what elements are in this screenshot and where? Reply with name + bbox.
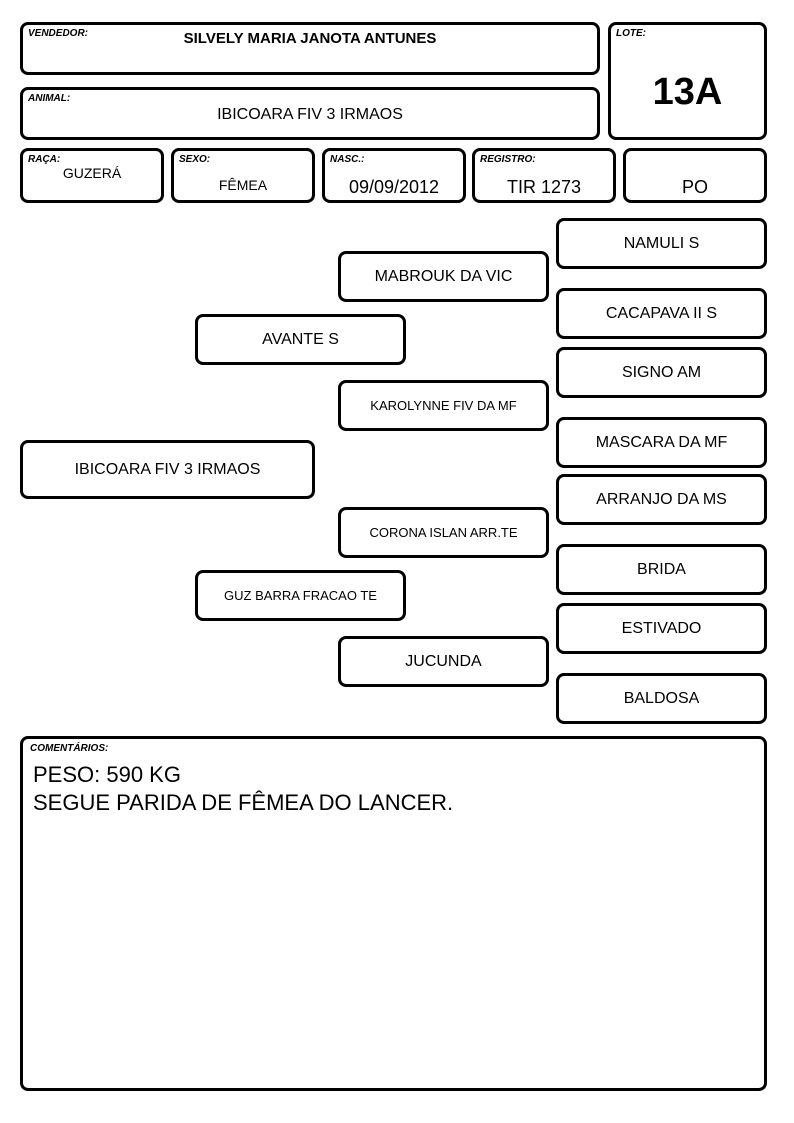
comments-box: COMENTÁRIOS: PESO: 590 KG SEGUE PARIDA D… bbox=[20, 736, 767, 1091]
lote-box: LOTE: 13A bbox=[608, 22, 767, 140]
registro-label: REGISTRO: bbox=[480, 154, 536, 165]
raca-label: RAÇA: bbox=[28, 154, 61, 165]
categoria-box: PO bbox=[623, 148, 767, 203]
pedigree-ggp-7: ESTIVADO bbox=[556, 603, 767, 654]
registro-box: REGISTRO: TIR 1273 bbox=[472, 148, 616, 203]
sexo-box: SEXO: FÊMEA bbox=[171, 148, 315, 203]
pedigree-ggp-1: NAMULI S bbox=[556, 218, 767, 269]
raca-value: GUZERÁ bbox=[62, 165, 122, 181]
pedigree-ggp-8: BALDOSA bbox=[556, 673, 767, 724]
sexo-value: FÊMEA bbox=[218, 177, 268, 193]
pedigree-dam-dam: JUCUNDA bbox=[338, 636, 549, 687]
pedigree-ggp-5: ARRANJO DA MS bbox=[556, 474, 767, 525]
registro-value: TIR 1273 bbox=[506, 177, 582, 197]
vendedor-value: SILVELY MARIA JANOTA ANTUNES bbox=[183, 30, 437, 47]
pedigree-ggp-4: MASCARA DA MF bbox=[556, 417, 767, 468]
pedigree-ggp-2: CACAPAVA II S bbox=[556, 288, 767, 339]
pedigree-ggp-6: BRIDA bbox=[556, 544, 767, 595]
raca-box: RAÇA: GUZERÁ bbox=[20, 148, 164, 203]
comments-text: PESO: 590 KG SEGUE PARIDA DE FÊMEA DO LA… bbox=[33, 762, 454, 815]
pedigree-animal: IBICOARA FIV 3 IRMAOS bbox=[20, 440, 315, 499]
pedigree-sire-dam: KAROLYNNE FIV DA MF bbox=[338, 380, 549, 431]
categoria-value: PO bbox=[681, 177, 708, 197]
pedigree-ggp-3: SIGNO AM bbox=[556, 347, 767, 398]
animal-box: ANIMAL: IBICOARA FIV 3 IRMAOS bbox=[20, 87, 600, 140]
pedigree-sire-sire: MABROUK DA VIC bbox=[338, 251, 549, 302]
pedigree-dam-sire: CORONA ISLAN ARR.TE bbox=[338, 507, 549, 558]
vendedor-box: VENDEDOR: SILVELY MARIA JANOTA ANTUNES bbox=[20, 22, 600, 75]
nasc-label: NASC.: bbox=[330, 154, 365, 165]
comments-label: COMENTÁRIOS: bbox=[30, 743, 109, 754]
lote-label: LOTE: bbox=[616, 28, 646, 39]
nasc-box: NASC.: 09/09/2012 bbox=[322, 148, 466, 203]
pedigree-sire: AVANTE S bbox=[195, 314, 406, 365]
pedigree-dam: GUZ BARRA FRACAO TE bbox=[195, 570, 406, 621]
lote-value: 13A bbox=[652, 71, 723, 113]
vendedor-label: VENDEDOR: bbox=[28, 28, 89, 39]
sexo-label: SEXO: bbox=[179, 154, 211, 165]
animal-value: IBICOARA FIV 3 IRMAOS bbox=[217, 106, 403, 123]
animal-label: ANIMAL: bbox=[28, 93, 71, 104]
nasc-value: 09/09/2012 bbox=[348, 177, 440, 197]
